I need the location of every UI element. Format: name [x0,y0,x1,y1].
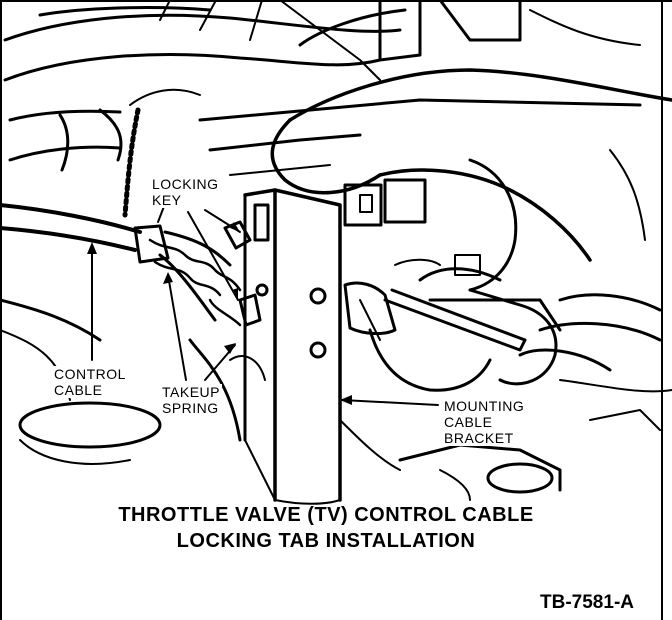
leader-arrowheads [87,222,352,405]
label-locking-key: LOCKING KEY [150,176,221,208]
label-takeup-spring: TAKEUP SPRING [160,384,222,416]
harness-beads [122,107,141,218]
engine-block [198,0,642,176]
label-locking-key-line2: KEY [152,192,182,208]
label-locking-key-line1: LOCKING [152,176,219,192]
lower-engine-parts [0,298,661,501]
control-cable-drawing [0,203,232,322]
label-control-cable: CONTROL CABLE [52,366,128,398]
frame-left [0,0,2,620]
throttle-linkage [343,254,562,392]
frame-right [661,0,663,620]
label-takeup-spring-line2: SPRING [162,400,219,416]
figure-id: TB-7581-A [540,592,634,613]
label-mounting-line2: CABLE [444,414,493,430]
label-takeup-spring-line1: TAKEUP [162,384,220,400]
label-mounting-line3: BRACKET [444,430,514,446]
label-mounting-cable-bracket: MOUNTING CABLE BRACKET [442,398,527,446]
technician-hand [270,68,672,393]
frame-top [0,0,672,2]
callout-leaders [91,195,439,406]
label-control-cable-line1: CONTROL [54,366,126,382]
figure-caption-line1: THROTTLE VALVE (TV) CONTROL CABLE [118,504,534,526]
sensor-connector [343,178,427,227]
figure-caption-line2: LOCKING TAB INSTALLATION [176,530,476,552]
label-mounting-line1: MOUNTING [444,398,525,414]
mounting-bracket-drawing [243,188,342,505]
label-control-cable-line2: CABLE [54,382,103,398]
takeup-spring-drawing [148,238,242,327]
intake-hoses [3,0,641,172]
